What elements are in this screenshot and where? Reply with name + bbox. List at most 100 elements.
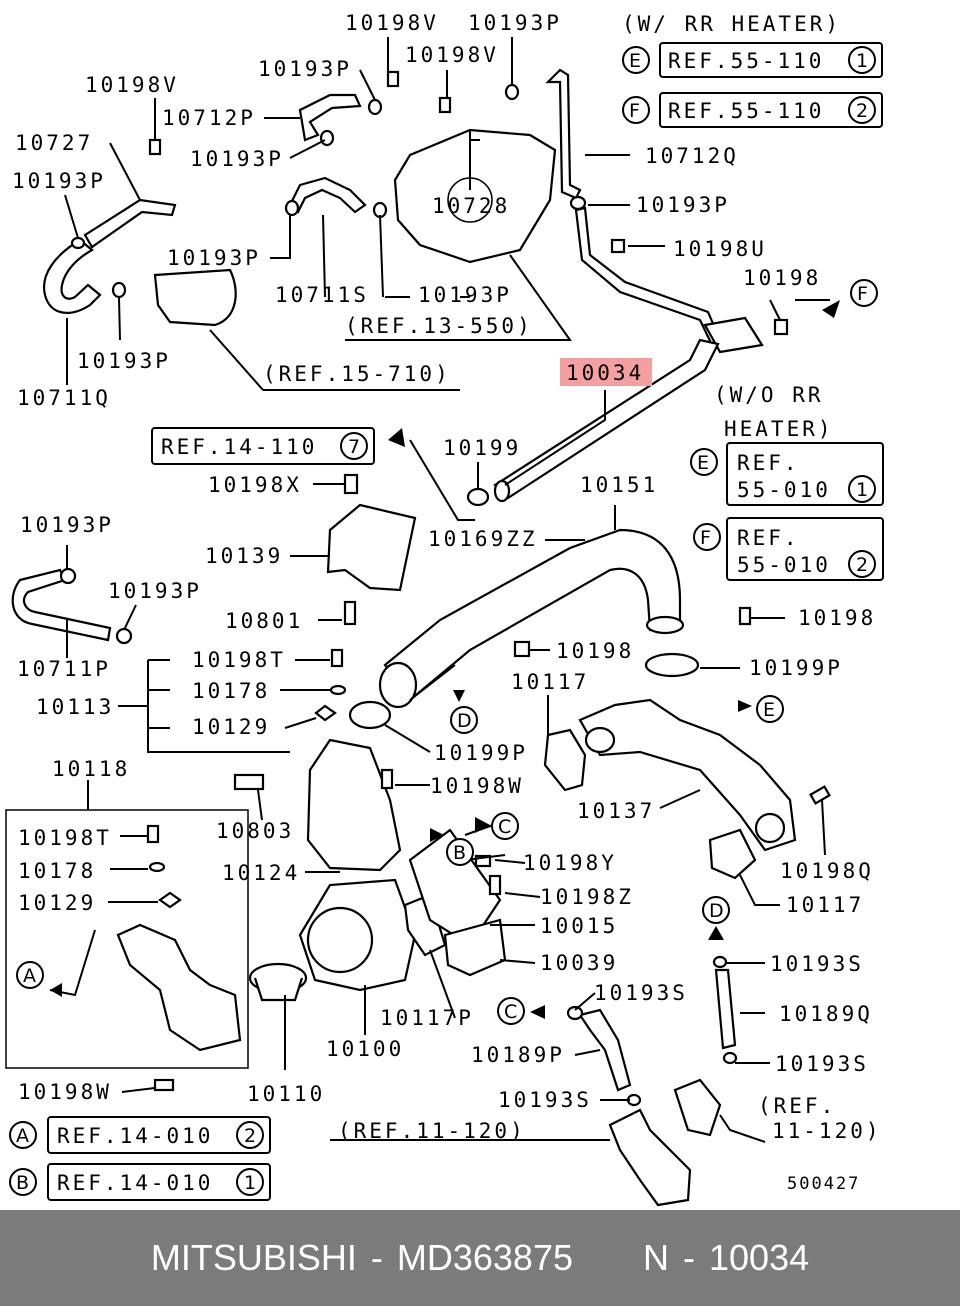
label-10193p-a: 10193P (468, 11, 562, 35)
clamps (59, 83, 738, 1107)
ref-box-f-without (726, 517, 884, 581)
bolt-10198w-b (153, 1078, 175, 1092)
exploded-parts-diagram: (W/ RR HEATER) (W/O RR HEATER) E F F E F… (5, 11, 884, 1207)
ref-15-710: (REF.15-710) (263, 362, 451, 386)
label-10712p: 10712P (162, 106, 256, 130)
ref-f-without-1: REF. (737, 526, 800, 550)
ref-box-e-with (659, 42, 883, 78)
label-10129-b: 10129 (18, 891, 96, 915)
label-10117-b: 10117 (786, 893, 864, 917)
arrow-to-c (475, 817, 490, 833)
ref-e-without-2: 55-010 (737, 478, 831, 502)
arrow-to-a (50, 983, 62, 997)
ref-box-f-with (659, 92, 883, 128)
housing-10118 (116, 923, 242, 1052)
heading-with-rr-heater: (W/ RR HEATER) (622, 12, 841, 36)
label-10193p-e: 10193P (636, 193, 730, 217)
ref-f-with: REF.55-110 (668, 99, 824, 123)
hose-10711p (11, 568, 112, 642)
label-10198w-b: 10198W (18, 1080, 112, 1104)
label-10198-a: 10198 (743, 266, 821, 290)
bolt-10198u (610, 238, 626, 254)
pipe-10151 (383, 528, 682, 702)
highlight-10034 (560, 358, 652, 386)
washer-10178 (329, 684, 347, 696)
bolts (146, 70, 831, 1092)
ref-a: REF.14-010 (57, 1124, 213, 1148)
label-10151: 10151 (580, 473, 658, 497)
bolt-10198w (380, 768, 394, 790)
label-10711q: 10711Q (17, 386, 111, 410)
label-10198q: 10198Q (780, 859, 874, 883)
label-10198v-c: 10198V (85, 73, 179, 97)
clamp-10193p-10 (115, 627, 133, 645)
sensor-10803 (233, 773, 265, 791)
ref-11-120-right-1: (REF. (758, 1094, 836, 1118)
label-10198t-b: 10198T (18, 826, 112, 850)
label-10198u: 10198U (673, 237, 767, 261)
arrow-to-b (430, 828, 444, 842)
gasket-10117-a (543, 728, 587, 792)
marker-e-without: E (697, 452, 709, 474)
label-10198y: 10198Y (523, 851, 617, 875)
heading-without-rr-heater-1: (W/O RR (714, 383, 824, 407)
ref-e-with-num: 1 (856, 50, 868, 72)
arrow-to-e (738, 700, 752, 712)
ref-11-120-right-2: 11-120) (772, 1119, 882, 1143)
label-10193p-g: 10193P (418, 283, 512, 307)
ref-f-without-2: 55-010 (737, 553, 831, 577)
label-10198v-b: 10198V (405, 43, 499, 67)
pipe-ref-11-120 (608, 1108, 692, 1207)
housing-10124 (306, 738, 402, 872)
marker-a-ref: A (16, 1125, 29, 1147)
marker-e-with: E (629, 50, 641, 72)
seal-10129-b (158, 891, 182, 909)
label-10198v-a: 10198V (345, 11, 439, 35)
label-10139: 10139 (205, 544, 283, 568)
bolt-10198-b (738, 606, 752, 626)
ref-b-num: 1 (244, 1172, 256, 1194)
label-10169zz: 10169ZZ (428, 527, 538, 551)
label-10189q: 10189Q (779, 1002, 873, 1026)
label-10193p-c: 10193P (190, 147, 284, 171)
washer-10178-b (148, 861, 166, 873)
bolt-10198t (330, 648, 344, 668)
clamp-10193p-8 (569, 195, 587, 211)
ref-e-without-num: 1 (856, 479, 868, 501)
label-10039: 10039 (540, 951, 618, 975)
seal-10129 (314, 704, 337, 722)
label-10727: 10727 (15, 131, 93, 155)
label-10198x: 10198X (208, 473, 302, 497)
marker-f-with: F (629, 100, 640, 122)
marker-b-ref: B (16, 1172, 29, 1194)
ref-boxes (47, 42, 884, 1201)
hose-10189p (578, 1008, 632, 1092)
label-10178: 10178 (192, 679, 270, 703)
sensor-10801 (343, 600, 357, 626)
marker-f-pipe: F (857, 283, 868, 305)
bolt-10198y (474, 854, 492, 868)
label-10015: 10015 (540, 914, 618, 938)
flow-arrows (50, 300, 840, 1019)
arrow-to-d-a (453, 690, 465, 702)
label-10199p-a: 10199P (749, 656, 843, 680)
bolt-10198q (809, 785, 831, 805)
label-10193p-h: 10193P (77, 349, 171, 373)
ring-10199p-a (644, 652, 700, 678)
pipe-10034-end (493, 479, 511, 503)
leader-lines (49, 37, 826, 1143)
housing-ref-15-710 (153, 268, 237, 327)
bolt-10198z (488, 874, 502, 896)
gasket-10117-b (708, 828, 757, 880)
kit-10118-box (5, 809, 249, 1069)
ring-10199p-b (348, 700, 392, 730)
hose-10712p (298, 93, 362, 142)
bolt-10198v-2 (386, 70, 400, 88)
label-10193p-j: 10193P (108, 579, 202, 603)
ref-box-b (47, 1163, 271, 1201)
arrow-to-ref-14-110 (388, 428, 405, 447)
bolt-10198v-1 (148, 138, 162, 156)
clamp-10193p-9 (59, 567, 77, 585)
label-10711s: 10711S (275, 283, 369, 307)
bolt-10198-c (513, 640, 531, 658)
